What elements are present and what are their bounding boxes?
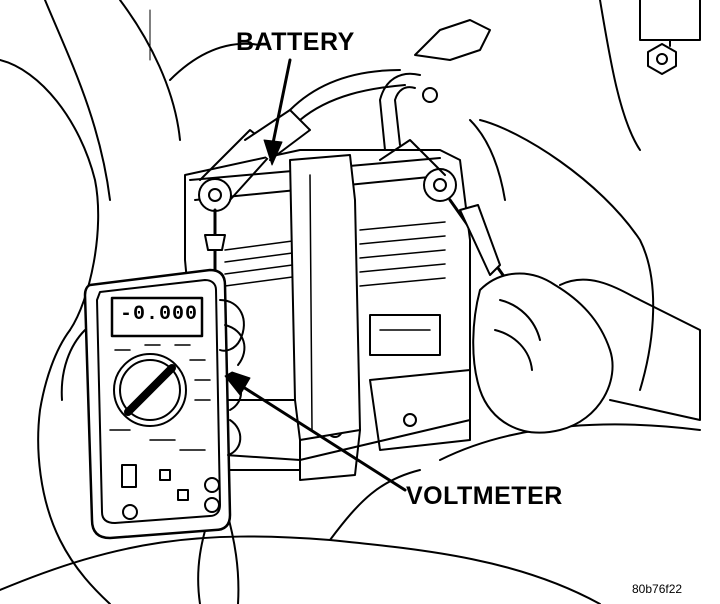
negative-terminal-clamp — [198, 69, 406, 212]
figure-code: 80b76f22 — [632, 582, 683, 596]
voltmeter-body — [83, 268, 232, 540]
voltmeter-display-reading: -0.000 — [120, 303, 199, 326]
battery-label: BATTERY — [236, 28, 355, 56]
voltmeter-label: VOLTMETER — [406, 482, 563, 510]
right-hand — [472, 272, 701, 434]
pointer-arrows — [224, 58, 407, 492]
positive-terminal-clamp — [379, 19, 491, 202]
vehicle-body-outline — [0, 0, 701, 604]
nut-top-right — [647, 39, 677, 75]
battery-hold-down-strap — [289, 154, 361, 481]
